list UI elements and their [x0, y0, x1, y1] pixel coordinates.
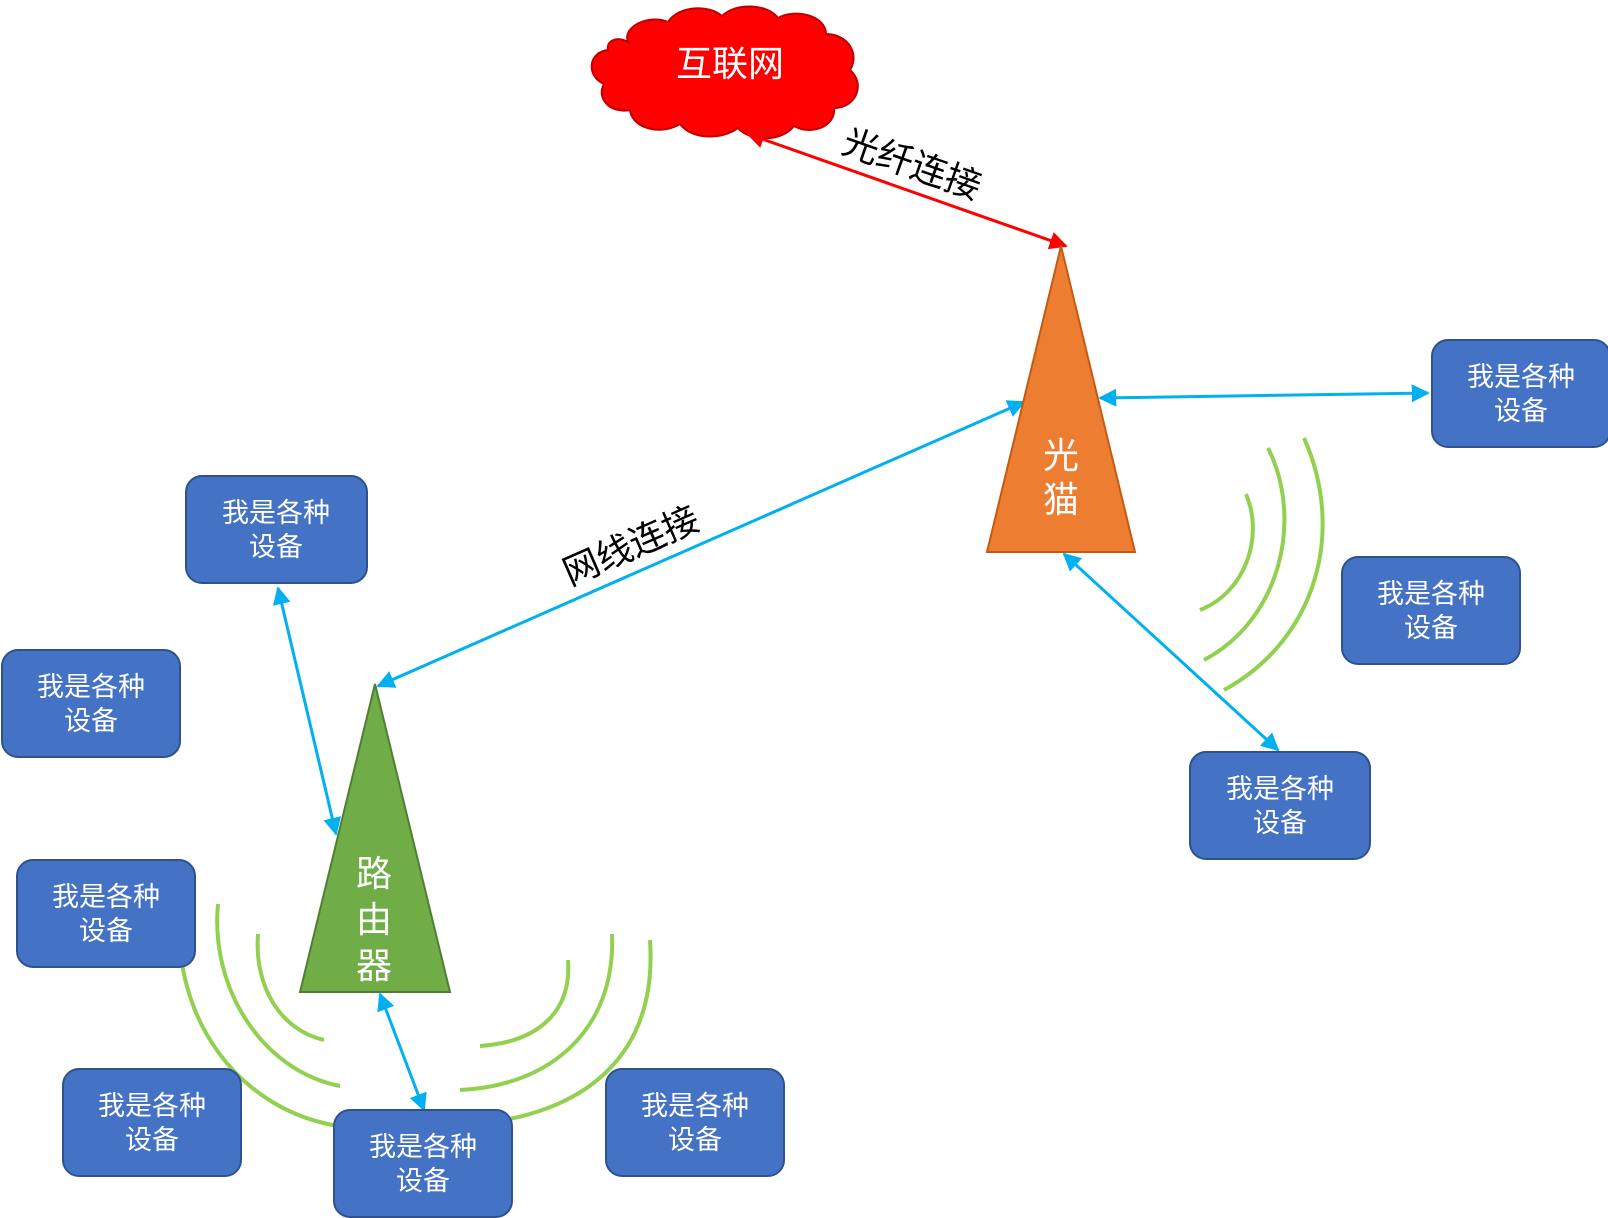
device-bottom-right[interactable]: 我是各种 设备 [605, 1068, 785, 1177]
router-node: 路 由 器 [298, 683, 452, 993]
modem-label-line1: 光 [1043, 436, 1079, 477]
device-label-line2: 设备 [79, 916, 133, 947]
device-label-line2: 设备 [1494, 396, 1548, 427]
device-label-line1: 我是各种 [98, 1091, 206, 1122]
router-device-link-bottom [377, 992, 427, 1112]
device-label-line1: 我是各种 [1467, 362, 1575, 393]
device-label-line1: 我是各种 [1377, 579, 1485, 610]
device-modem-bottom[interactable]: 我是各种 设备 [1189, 751, 1371, 860]
device-label-line1: 我是各种 [222, 498, 330, 529]
ethernet-connection-arrow [376, 400, 1026, 688]
device-bottom-left[interactable]: 我是各种 设备 [62, 1068, 242, 1177]
modem-label-line2: 猫 [1043, 480, 1079, 521]
router-device-link-top [272, 586, 342, 836]
modem-device-link-bottom [1062, 552, 1280, 752]
device-modem-right[interactable]: 我是各种 设备 [1431, 339, 1608, 448]
device-label-line1: 我是各种 [641, 1091, 749, 1122]
router-label-line2: 由 [356, 900, 392, 941]
ethernet-connection-label: 网线连接 [557, 499, 705, 594]
router-label-line3: 器 [356, 946, 392, 987]
modem-wifi-signal-icon [1199, 437, 1325, 692]
fiber-connection-label: 光纤连接 [837, 122, 986, 209]
device-left-1[interactable]: 我是各种 设备 [1, 649, 181, 758]
device-label-line2: 设备 [125, 1125, 179, 1156]
device-label-line2: 设备 [668, 1125, 722, 1156]
internet-cloud: 互联网 [590, 5, 859, 140]
fiber-connection-arrow [746, 130, 1068, 250]
device-label-line2: 设备 [1404, 613, 1458, 644]
modem-node: 光 猫 [985, 245, 1137, 553]
device-label-line1: 我是各种 [369, 1132, 477, 1163]
device-label-line2: 设备 [1253, 808, 1307, 839]
device-router-bottom[interactable]: 我是各种 设备 [333, 1109, 513, 1218]
device-left-2[interactable]: 我是各种 设备 [16, 859, 196, 968]
device-label-line2: 设备 [249, 532, 303, 563]
router-wifi-right-icon [459, 933, 653, 1126]
device-label-line1: 我是各种 [1226, 774, 1334, 805]
device-label-line2: 设备 [64, 706, 118, 737]
modem-device-link-right [1098, 384, 1430, 407]
device-router-top[interactable]: 我是各种 设备 [185, 475, 368, 584]
device-modem-middle[interactable]: 我是各种 设备 [1341, 556, 1521, 665]
device-label-line2: 设备 [396, 1166, 450, 1197]
router-label-line1: 路 [356, 854, 392, 895]
internet-label: 互联网 [676, 44, 784, 85]
device-label-line1: 我是各种 [52, 882, 160, 913]
device-label-line1: 我是各种 [37, 672, 145, 703]
